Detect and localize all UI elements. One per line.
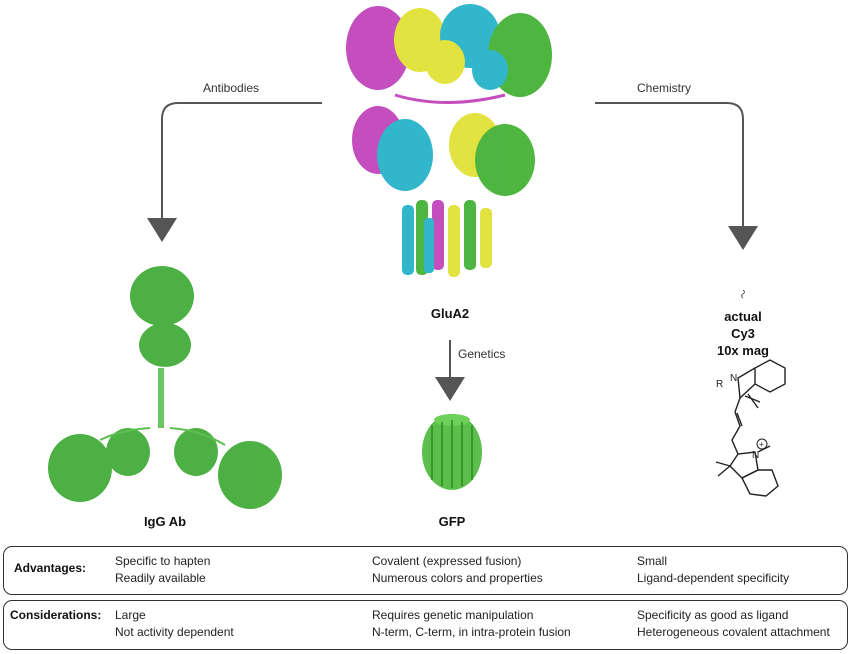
considerations-antibody: Large Not activity dependent <box>115 607 234 641</box>
advantages-box: Advantages: Specific to hapten Readily a… <box>3 546 848 595</box>
gfp-label: GFP <box>438 514 466 529</box>
advantages-antibody: Specific to hapten Readily available <box>115 553 210 587</box>
advantages-genetic-2: Numerous colors and properties <box>372 571 543 585</box>
r-group-label: R <box>716 379 723 390</box>
considerations-chemical-2: Heterogeneous covalent attachment <box>637 625 830 639</box>
antibodies-label: Antibodies <box>203 81 260 95</box>
advantages-chemical-1: Small <box>637 554 668 568</box>
cy3-caption-line2: Cy3 <box>731 326 755 341</box>
advantages-antibody-1: Specific to hapten <box>115 554 211 568</box>
svg-text:N: N <box>730 373 737 384</box>
antibodies-arrowhead <box>147 218 177 242</box>
considerations-box: Considerations: Large Not activity depen… <box>3 600 848 650</box>
advantages-header: Advantages: <box>14 561 87 575</box>
glua2-label: GluA2 <box>430 306 470 321</box>
advantages-chemical-2: Ligand-dependent specificity <box>637 571 790 585</box>
chemistry-arrowhead <box>728 226 758 250</box>
advantages-antibody-2: Readily available <box>115 571 206 585</box>
considerations-genetic-1: Requires genetic manipulation <box>372 608 534 622</box>
svg-text:+: + <box>759 440 764 449</box>
cy3-caption-line3: 10x mag <box>716 343 770 358</box>
advantages-genetic-1: Covalent (expressed fusion) <box>372 554 522 568</box>
advantages-chemical: Small Ligand-dependent specificity <box>637 553 789 587</box>
igg-label: IgG Ab <box>143 514 187 529</box>
antibodies-arrow-line <box>161 102 322 218</box>
considerations-antibody-1: Large <box>115 608 146 622</box>
advantages-genetic: Covalent (expressed fusion) Numerous col… <box>372 553 543 587</box>
cy3-caption-line1: actual <box>724 309 762 324</box>
cy3-caption: actual Cy3 10x mag <box>705 308 781 359</box>
considerations-antibody-2: Not activity dependent <box>115 625 234 639</box>
considerations-genetic: Requires genetic manipulation N-term, C-… <box>372 607 571 641</box>
considerations-chemical: Specificity as good as ligand Heterogene… <box>637 607 830 641</box>
considerations-chemical-1: Specificity as good as ligand <box>637 608 789 622</box>
chemistry-arrow-line <box>595 102 744 226</box>
genetics-label: Genetics <box>458 347 506 361</box>
chemistry-label: Chemistry <box>637 81 692 95</box>
considerations-header: Considerations: <box>10 608 102 622</box>
genetics-arrowhead <box>435 377 465 401</box>
svg-text:N: N <box>752 450 759 461</box>
considerations-genetic-2: N-term, C-term, in intra-protein fusion <box>372 625 571 639</box>
